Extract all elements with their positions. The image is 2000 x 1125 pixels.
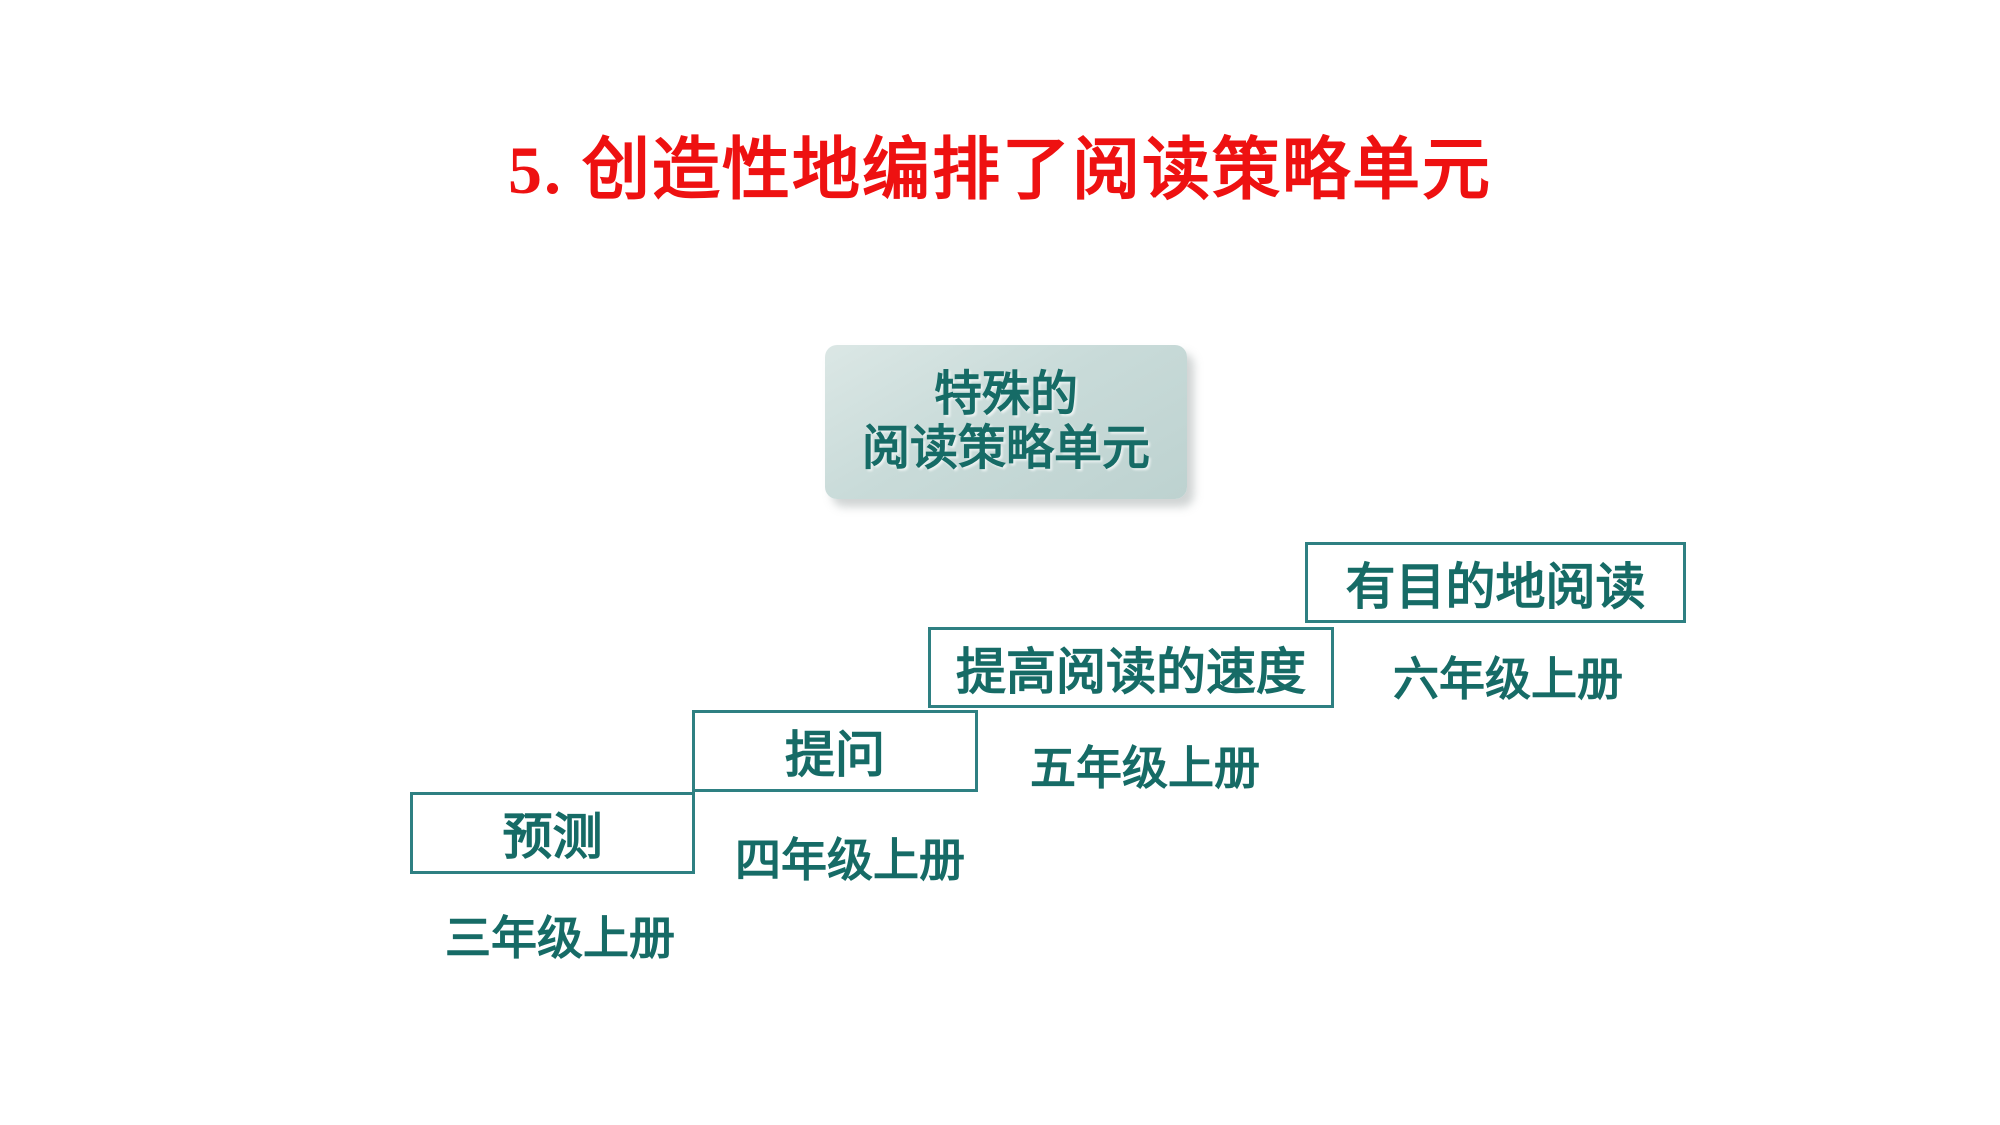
step-label-purposeful-reading: 有目的地阅读 — [1345, 558, 1646, 615]
step-label-questioning: 提问 — [785, 727, 885, 783]
step-box-reading-speed: 提高阅读的速度 — [928, 627, 1334, 708]
grade-label-grade3: 三年级上册 — [445, 913, 675, 964]
grade-label-grade5: 五年级上册 — [1030, 743, 1260, 794]
grade-label-grade4: 四年级上册 — [735, 835, 965, 886]
step-label-reading-speed: 提高阅读的速度 — [956, 643, 1306, 700]
slide-title: 5. 创造性地编排了阅读策略单元 — [507, 132, 1492, 208]
step-box-prediction: 预测 — [410, 792, 695, 874]
step-box-purposeful-reading: 有目的地阅读 — [1305, 542, 1686, 623]
special-unit-box-line2: 阅读策略单元 — [861, 422, 1150, 475]
special-unit-box: 特殊的 阅读策略单元 — [825, 345, 1187, 499]
step-box-questioning: 提问 — [692, 710, 978, 792]
step-label-prediction: 预测 — [502, 809, 603, 865]
grade-label-grade6: 六年级上册 — [1393, 654, 1623, 705]
special-unit-box-line1: 特殊的 — [933, 368, 1078, 421]
